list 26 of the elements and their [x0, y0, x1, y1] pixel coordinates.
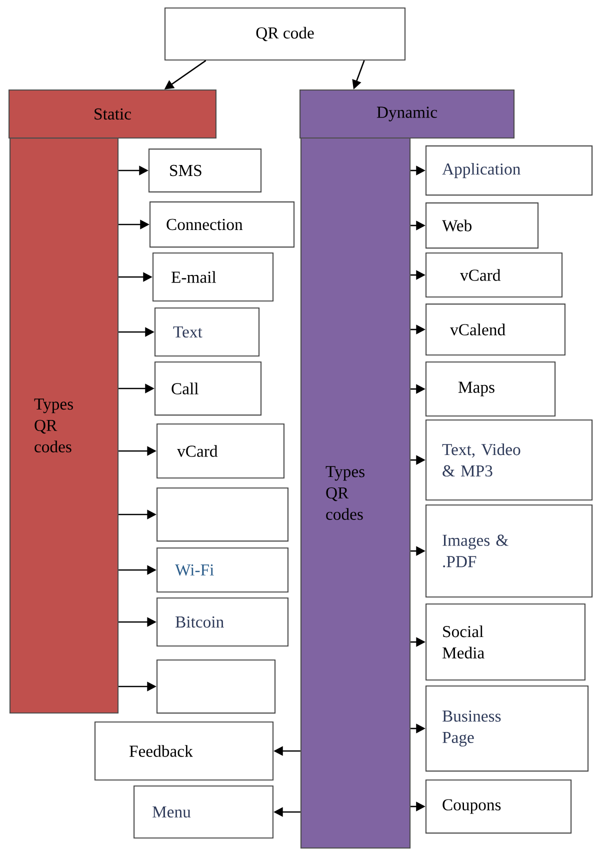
- type-box: Text, Video & MP3: [425, 419, 593, 501]
- type-box: Application: [425, 145, 593, 196]
- type-box: Coupons: [425, 779, 572, 834]
- type-box: [156, 487, 288, 542]
- type-box: Menu: [134, 785, 274, 839]
- node-label: Types QR codes: [326, 466, 364, 520]
- type-box: vCard: [156, 423, 284, 479]
- type-box: Bitcoin: [156, 597, 288, 647]
- type-box: Feedback: [94, 721, 274, 781]
- type-box: Connection: [149, 201, 295, 248]
- category-header: Static: [8, 89, 216, 139]
- type-box: Social Media: [426, 603, 586, 681]
- category-header: Dynamic: [299, 89, 515, 139]
- type-box: Web: [425, 202, 539, 249]
- type-box: [156, 659, 276, 714]
- type-box: Wi-Fi: [156, 547, 288, 593]
- type-box: Maps: [425, 361, 556, 417]
- root-box: QR code: [164, 7, 406, 61]
- type-box: Call: [154, 361, 262, 416]
- type-box: E-mail: [152, 252, 274, 302]
- type-box: SMS: [148, 148, 262, 192]
- type-box: Business Page: [425, 685, 589, 772]
- type-box: Text: [154, 307, 260, 357]
- type-box: Images & .PDF: [425, 504, 593, 598]
- type-box: vCard: [425, 252, 563, 298]
- type-box: vCalend: [426, 304, 566, 356]
